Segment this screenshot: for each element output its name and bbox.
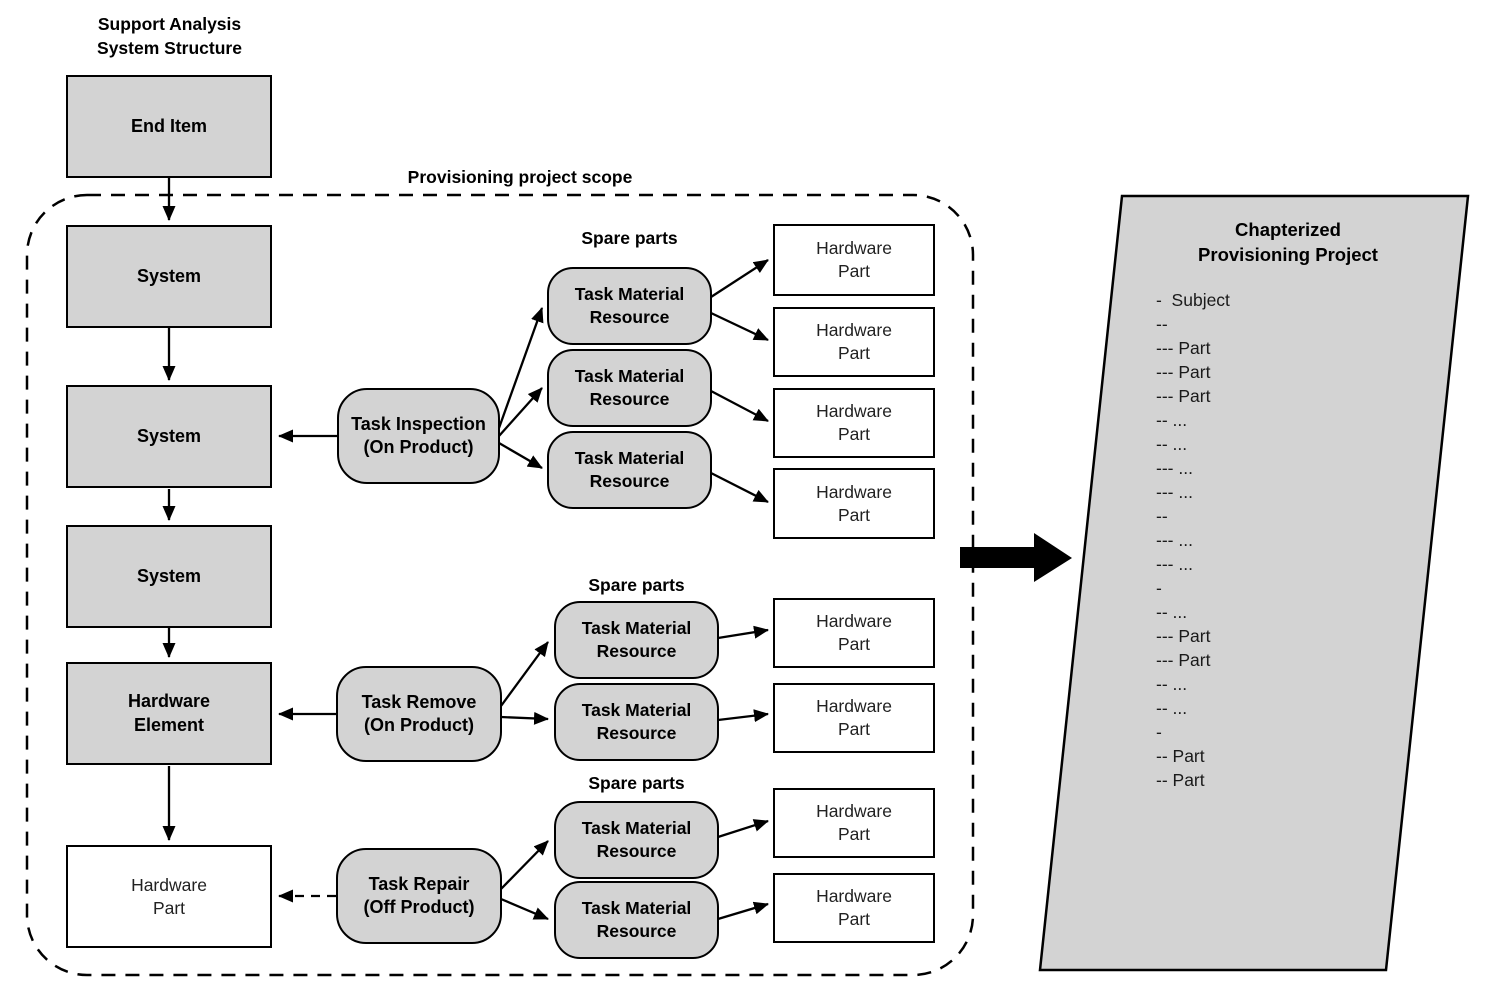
transform-arrow-icon [960, 533, 1072, 582]
system-box-1: System [66, 225, 272, 328]
task-remove-box: Task Remove (On Product) [336, 666, 502, 762]
task-material-resource-box: Task Material Resource [554, 601, 719, 679]
task-material-resource-box: Task Material Resource [554, 683, 719, 761]
hardware-part-box: Hardware Part [773, 683, 935, 753]
spare-parts-label: Spare parts [588, 773, 685, 793]
task-inspection-box: Task Inspection (On Product) [337, 388, 500, 484]
doc-line: --- Part [1156, 626, 1211, 646]
doc-line: --- Part [1156, 362, 1211, 382]
system-box-2: System [66, 385, 272, 488]
doc-line: - [1156, 578, 1162, 598]
doc-line: --- ... [1156, 530, 1193, 550]
doc-line: -- Part [1156, 746, 1205, 766]
doc-line: --- ... [1156, 554, 1193, 574]
doc-line: -- Part [1156, 770, 1205, 790]
hardware-part-box: Hardware Part [66, 845, 272, 948]
chapterized-document-shape [1038, 194, 1470, 972]
task-material-resource-box: Task Material Resource [554, 801, 719, 879]
doc-line: -- ... [1156, 410, 1188, 430]
task-to-resource-arrows [497, 307, 549, 921]
hardware-part-box: Hardware Part [773, 788, 935, 858]
resource-to-part-arrows [710, 259, 769, 921]
task-material-resource-box: Task Material Resource [547, 431, 712, 509]
doc-line: --- Part [1156, 386, 1211, 406]
task-material-resource-box: Task Material Resource [554, 881, 719, 959]
hardware-part-box: Hardware Part [773, 388, 935, 458]
doc-line: --- Part [1156, 650, 1211, 670]
system-box-3: System [66, 525, 272, 628]
hardware-part-box: Hardware Part [773, 468, 935, 539]
provisioning-scope-label: Provisioning project scope [407, 167, 633, 187]
doc-line: -- ... [1156, 698, 1188, 718]
doc-line: -- [1156, 506, 1168, 526]
diagram-title: Support Analysis System Structure [97, 14, 242, 59]
doc-line: --- ... [1156, 482, 1193, 502]
provisioning-scope-boundary [25, 193, 975, 977]
doc-line: -- [1156, 314, 1168, 334]
doc-line: - [1156, 722, 1162, 742]
task-material-resource-box: Task Material Resource [547, 349, 712, 427]
task-material-resource-box: Task Material Resource [547, 267, 712, 345]
task-to-structure-arrows [278, 429, 337, 903]
task-repair-box: Task Repair (Off Product) [336, 848, 502, 944]
spare-parts-label: Spare parts [581, 228, 678, 248]
hardware-part-box: Hardware Part [773, 307, 935, 377]
document-outline: - Subject -- --- Part --- Part --- Part … [1156, 288, 1230, 792]
spare-parts-label: Spare parts [588, 575, 685, 595]
hardware-part-box: Hardware Part [773, 224, 935, 296]
doc-line: --- ... [1156, 458, 1193, 478]
hardware-part-box: Hardware Part [773, 873, 935, 943]
hardware-part-box: Hardware Part [773, 598, 935, 668]
doc-line: -- ... [1156, 434, 1188, 454]
end-item-box: End Item [66, 75, 272, 178]
hardware-element-box: Hardware Element [66, 662, 272, 765]
doc-line: -- ... [1156, 602, 1188, 622]
doc-line: -- ... [1156, 674, 1188, 694]
doc-line: --- Part [1156, 338, 1211, 358]
document-title: Chapterized Provisioning Project [1198, 219, 1378, 265]
doc-line: - Subject [1156, 290, 1230, 310]
